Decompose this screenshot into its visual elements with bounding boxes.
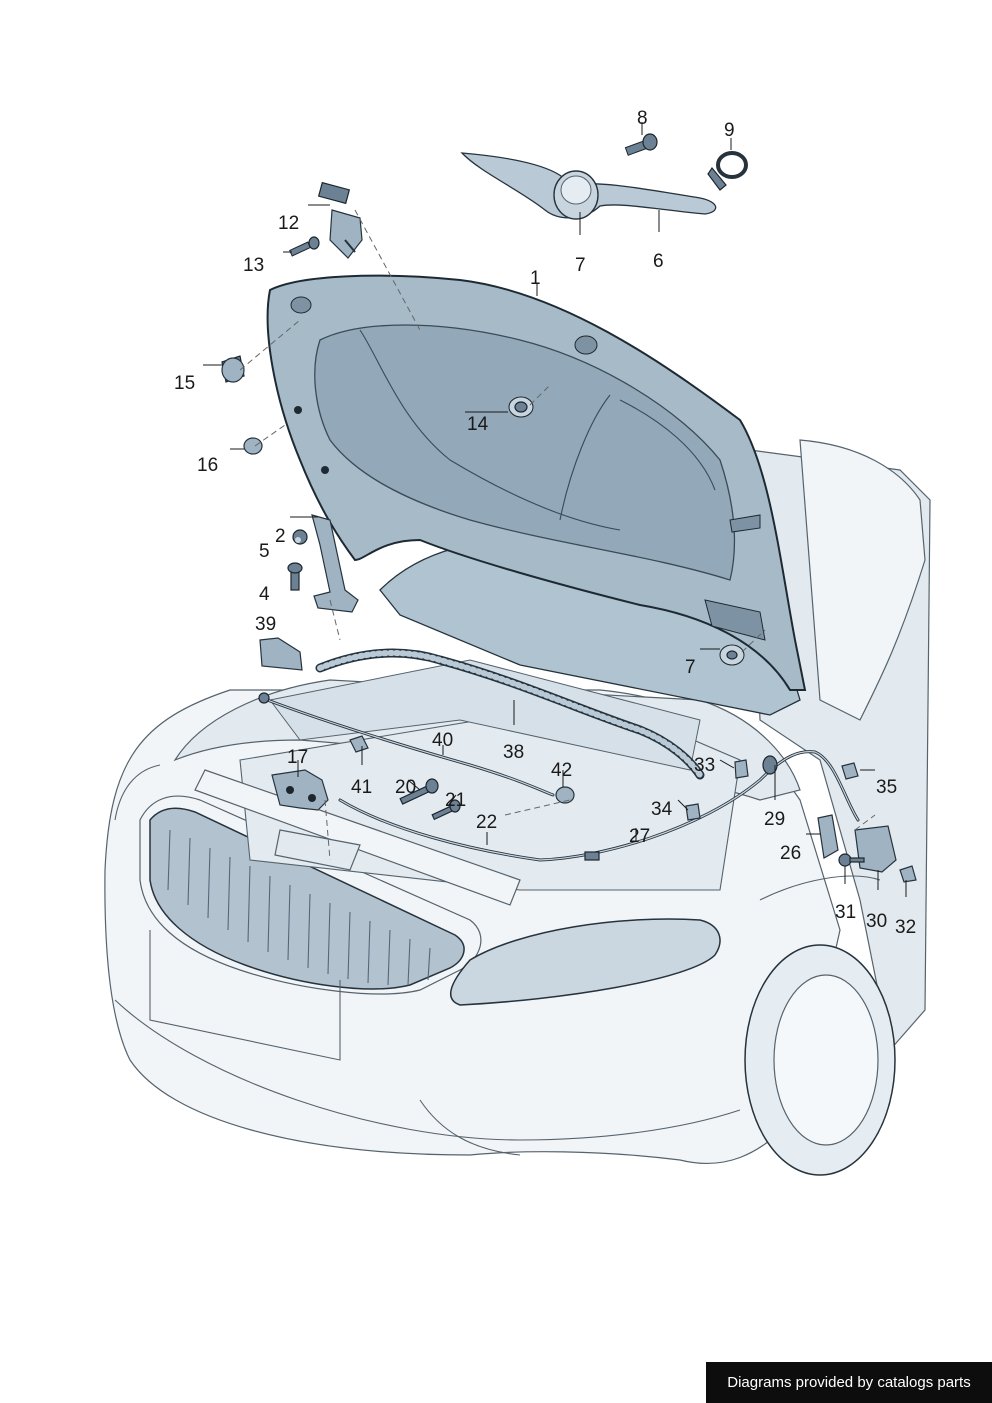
credit-footer: Diagrams provided by catalogs parts bbox=[706, 1362, 992, 1403]
callout-15: 15 bbox=[174, 373, 195, 394]
callout-22: 22 bbox=[476, 812, 497, 833]
screw-13 bbox=[289, 236, 320, 257]
release-cable-40 bbox=[258, 692, 555, 797]
front-wheel bbox=[744, 944, 896, 1176]
hood-panel bbox=[266, 274, 807, 691]
grommet-42 bbox=[555, 786, 575, 804]
cap-7b bbox=[719, 644, 745, 666]
callout-39: 39 bbox=[255, 614, 276, 635]
grille bbox=[149, 807, 465, 990]
callout-21: 21 bbox=[445, 790, 466, 811]
callout-13: 13 bbox=[243, 255, 264, 276]
callout-26: 26 bbox=[780, 843, 801, 864]
car-body bbox=[104, 439, 931, 1176]
hood-latch-17 bbox=[271, 769, 329, 811]
bolt-part bbox=[624, 133, 658, 156]
callout-14: 14 bbox=[467, 414, 489, 435]
callout-12: 12 bbox=[278, 213, 299, 234]
callout-1: 1 bbox=[530, 268, 541, 289]
callout-34: 34 bbox=[651, 799, 673, 820]
clip-33 bbox=[734, 759, 749, 779]
seal-strip-38 bbox=[315, 648, 705, 780]
callout-30: 30 bbox=[866, 911, 887, 932]
clip-34 bbox=[685, 803, 701, 821]
callout-labels: 1 2 4 5 6 7 7 8 9 12 13 14 15 16 17 20 2… bbox=[174, 108, 916, 938]
headlight bbox=[450, 918, 721, 1006]
callout-32: 32 bbox=[895, 917, 916, 938]
callout-4: 4 bbox=[259, 584, 270, 605]
credit-text: Diagrams provided by catalogs parts bbox=[727, 1374, 971, 1391]
hinge-nut-5 bbox=[295, 537, 301, 543]
callout-33: 33 bbox=[694, 755, 715, 776]
callout-7b: 7 bbox=[685, 657, 696, 678]
callout-40: 40 bbox=[432, 730, 453, 751]
callout-41: 41 bbox=[351, 777, 372, 798]
clip-ring bbox=[707, 151, 748, 191]
support-39 bbox=[259, 637, 303, 671]
clip-41 bbox=[349, 735, 369, 753]
callout-8: 8 bbox=[637, 108, 648, 129]
callout-35: 35 bbox=[876, 777, 897, 798]
bolt-20 bbox=[399, 778, 439, 805]
callout-2: 2 bbox=[275, 526, 286, 547]
rubber-buffer-16 bbox=[243, 437, 263, 455]
bolt-21 bbox=[431, 799, 461, 821]
bracket-30 bbox=[854, 825, 897, 873]
clip-32 bbox=[899, 865, 917, 883]
rubber-buffer-15 bbox=[221, 355, 245, 383]
callout-7a: 7 bbox=[575, 255, 586, 276]
release-cable-main bbox=[338, 750, 860, 862]
callout-5: 5 bbox=[259, 541, 270, 562]
assembly-lines bbox=[239, 209, 876, 861]
callout-29: 29 bbox=[764, 809, 785, 830]
hood-emblem bbox=[553, 170, 599, 220]
callout-6: 6 bbox=[653, 251, 664, 272]
lever-26 bbox=[817, 814, 839, 859]
clip-35 bbox=[841, 762, 859, 780]
callout-16: 16 bbox=[197, 455, 218, 476]
leader-lines bbox=[203, 122, 907, 897]
grommet-14 bbox=[508, 396, 534, 418]
callout-17: 17 bbox=[287, 747, 308, 768]
callout-9: 9 bbox=[724, 120, 735, 141]
callout-20: 20 bbox=[395, 777, 416, 798]
release-handle bbox=[317, 181, 363, 259]
hinge-bolt-4 bbox=[287, 562, 303, 591]
callout-27: 27 bbox=[629, 826, 650, 847]
callout-38: 38 bbox=[503, 742, 524, 763]
hood-hinge bbox=[311, 514, 359, 613]
callout-42: 42 bbox=[551, 760, 572, 781]
callout-31: 31 bbox=[835, 902, 856, 923]
